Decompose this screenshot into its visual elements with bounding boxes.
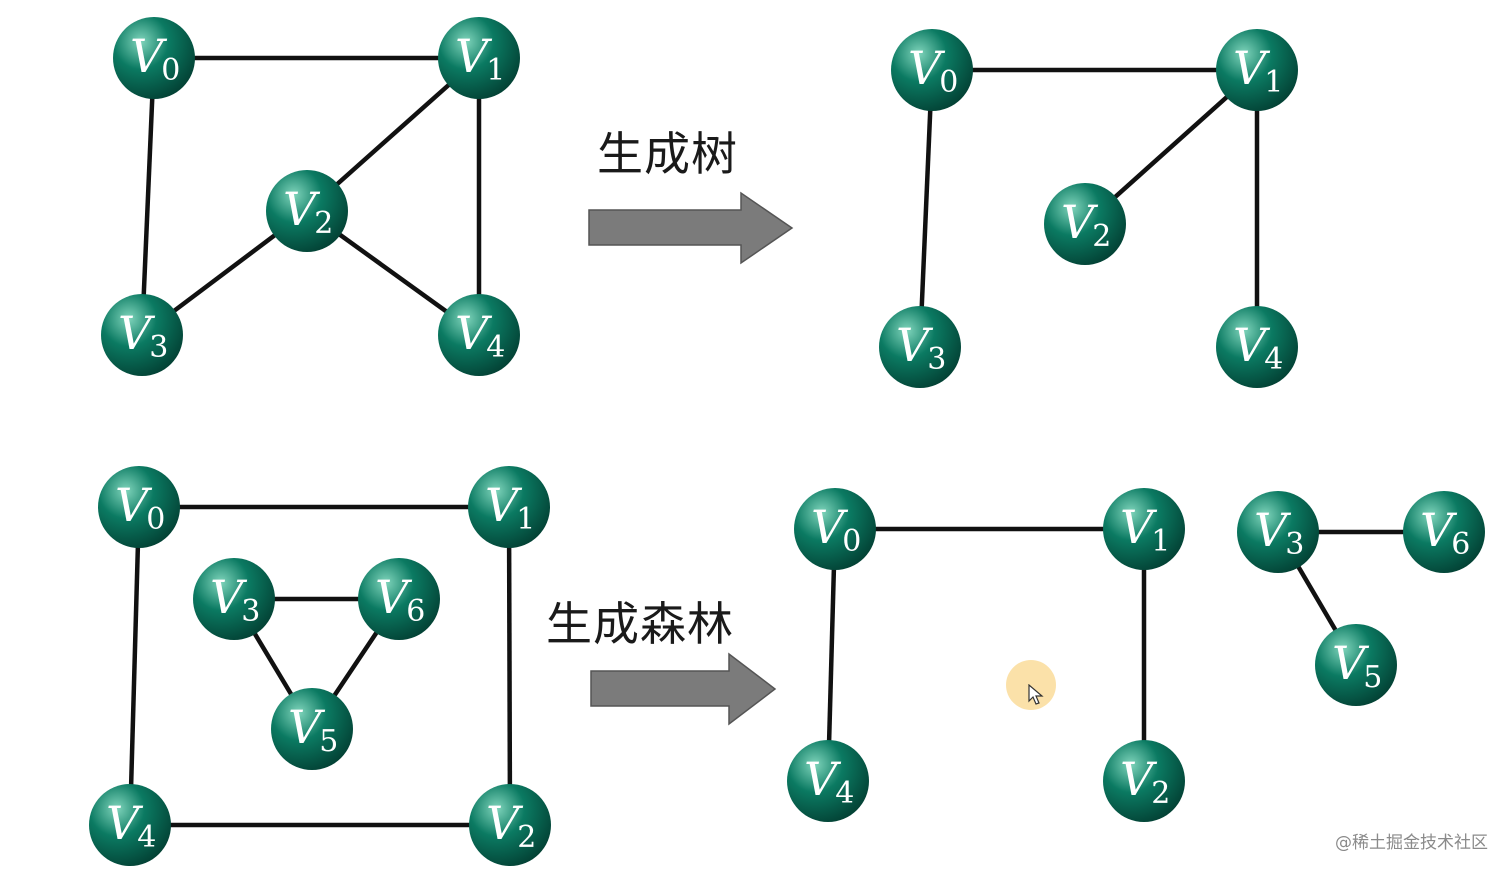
graph-2-node-v0: V0 (98, 466, 180, 548)
caption-spanning-tree: 生成树 (597, 127, 738, 181)
mouse-pointer-icon (1028, 684, 1044, 705)
spanning-tree-node-v1: V1 (1216, 29, 1298, 111)
node-circle (101, 294, 183, 376)
spanning-forest-node-v6: V6 (1403, 491, 1485, 573)
graph-1-node-v1: V1 (438, 17, 520, 99)
node-label: V4 (455, 306, 505, 365)
node-label: V3 (118, 306, 168, 365)
spanning-tree-edge-v0-v3 (917, 69, 935, 348)
graph-1-node-v2: V2 (266, 170, 348, 252)
node-circle (1103, 488, 1185, 570)
node-circle (113, 17, 195, 99)
graph-2-node-v6: V6 (358, 558, 440, 640)
node-circle (266, 170, 348, 252)
spanning-forest-node-v4: V4 (787, 740, 869, 822)
node-circle (1403, 491, 1485, 573)
node-circle (438, 17, 520, 99)
watermark: @稀土掘金技术社区 (1335, 833, 1488, 853)
graph-2-edge-v1-v2 (506, 506, 513, 826)
graph-1-node-v0: V0 (113, 17, 195, 99)
spanning-forest-node-v3: V3 (1237, 491, 1319, 573)
graph-2-node-v2: V2 (469, 784, 551, 866)
node-circle (787, 740, 869, 822)
node-label: V0 (130, 29, 180, 88)
node-label: V0 (115, 478, 165, 537)
node-circle (98, 466, 180, 548)
spanning-forest-node-v5: V5 (1315, 624, 1397, 706)
node-label: V1 (1120, 500, 1170, 559)
node-circle (358, 558, 440, 640)
spanning-forest-edge-v0-v4 (825, 528, 838, 782)
spanning-forest-node-v0: V0 (794, 488, 876, 570)
right-arrow-icon (590, 652, 777, 726)
node-label: V6 (375, 570, 425, 629)
node-label: V3 (896, 318, 946, 377)
node-label: V3 (210, 570, 260, 629)
node-circle (891, 29, 973, 111)
node-label: V1 (1233, 41, 1283, 100)
graph-2-node-v1: V1 (468, 466, 550, 548)
node-circle (89, 784, 171, 866)
graph-2-node-v3: V3 (193, 558, 275, 640)
spanning-tree-node-v0: V0 (891, 29, 973, 111)
spanning-forest-node-v1: V1 (1103, 488, 1185, 570)
node-circle (1216, 306, 1298, 388)
node-label: V2 (1061, 195, 1111, 254)
node-label: V2 (283, 182, 333, 241)
node-label: V1 (455, 29, 505, 88)
graph-1-node-v3: V3 (101, 294, 183, 376)
node-label: V4 (1233, 318, 1283, 377)
node-label: V5 (288, 700, 338, 759)
node-circle (438, 294, 520, 376)
node-circle (794, 488, 876, 570)
spanning-tree-node-v2: V2 (1044, 183, 1126, 265)
node-label: V3 (1254, 503, 1304, 562)
caption-spanning-forest: 生成森林 (546, 597, 734, 651)
graph-2-node-v4: V4 (89, 784, 171, 866)
node-circle (1044, 183, 1126, 265)
node-circle (1103, 740, 1185, 822)
graph-1-node-v4: V4 (438, 294, 520, 376)
spanning-tree-node-v3: V3 (879, 306, 961, 388)
node-circle (1315, 624, 1397, 706)
node-circle (271, 688, 353, 770)
node-circle (469, 784, 551, 866)
node-circle (193, 558, 275, 640)
right-arrow-icon (588, 191, 794, 265)
cursor-highlight (1006, 660, 1056, 710)
node-circle (1216, 29, 1298, 111)
node-circle (879, 306, 961, 388)
node-label: V4 (804, 752, 854, 811)
node-label: V2 (486, 796, 536, 855)
node-label: V1 (485, 478, 535, 537)
graph-2-edge-v0-v4 (127, 506, 142, 826)
graph-1-edge-v0-v3 (139, 57, 157, 336)
node-label: V5 (1332, 636, 1382, 695)
node-label: V0 (811, 500, 861, 559)
node-circle (468, 466, 550, 548)
node-label: V4 (106, 796, 156, 855)
node-label: V2 (1120, 752, 1170, 811)
spanning-tree-node-v4: V4 (1216, 306, 1298, 388)
graph-2-node-v5: V5 (271, 688, 353, 770)
node-label: V0 (908, 41, 958, 100)
spanning-forest-node-v2: V2 (1103, 740, 1185, 822)
node-circle (1237, 491, 1319, 573)
node-label: V6 (1420, 503, 1470, 562)
